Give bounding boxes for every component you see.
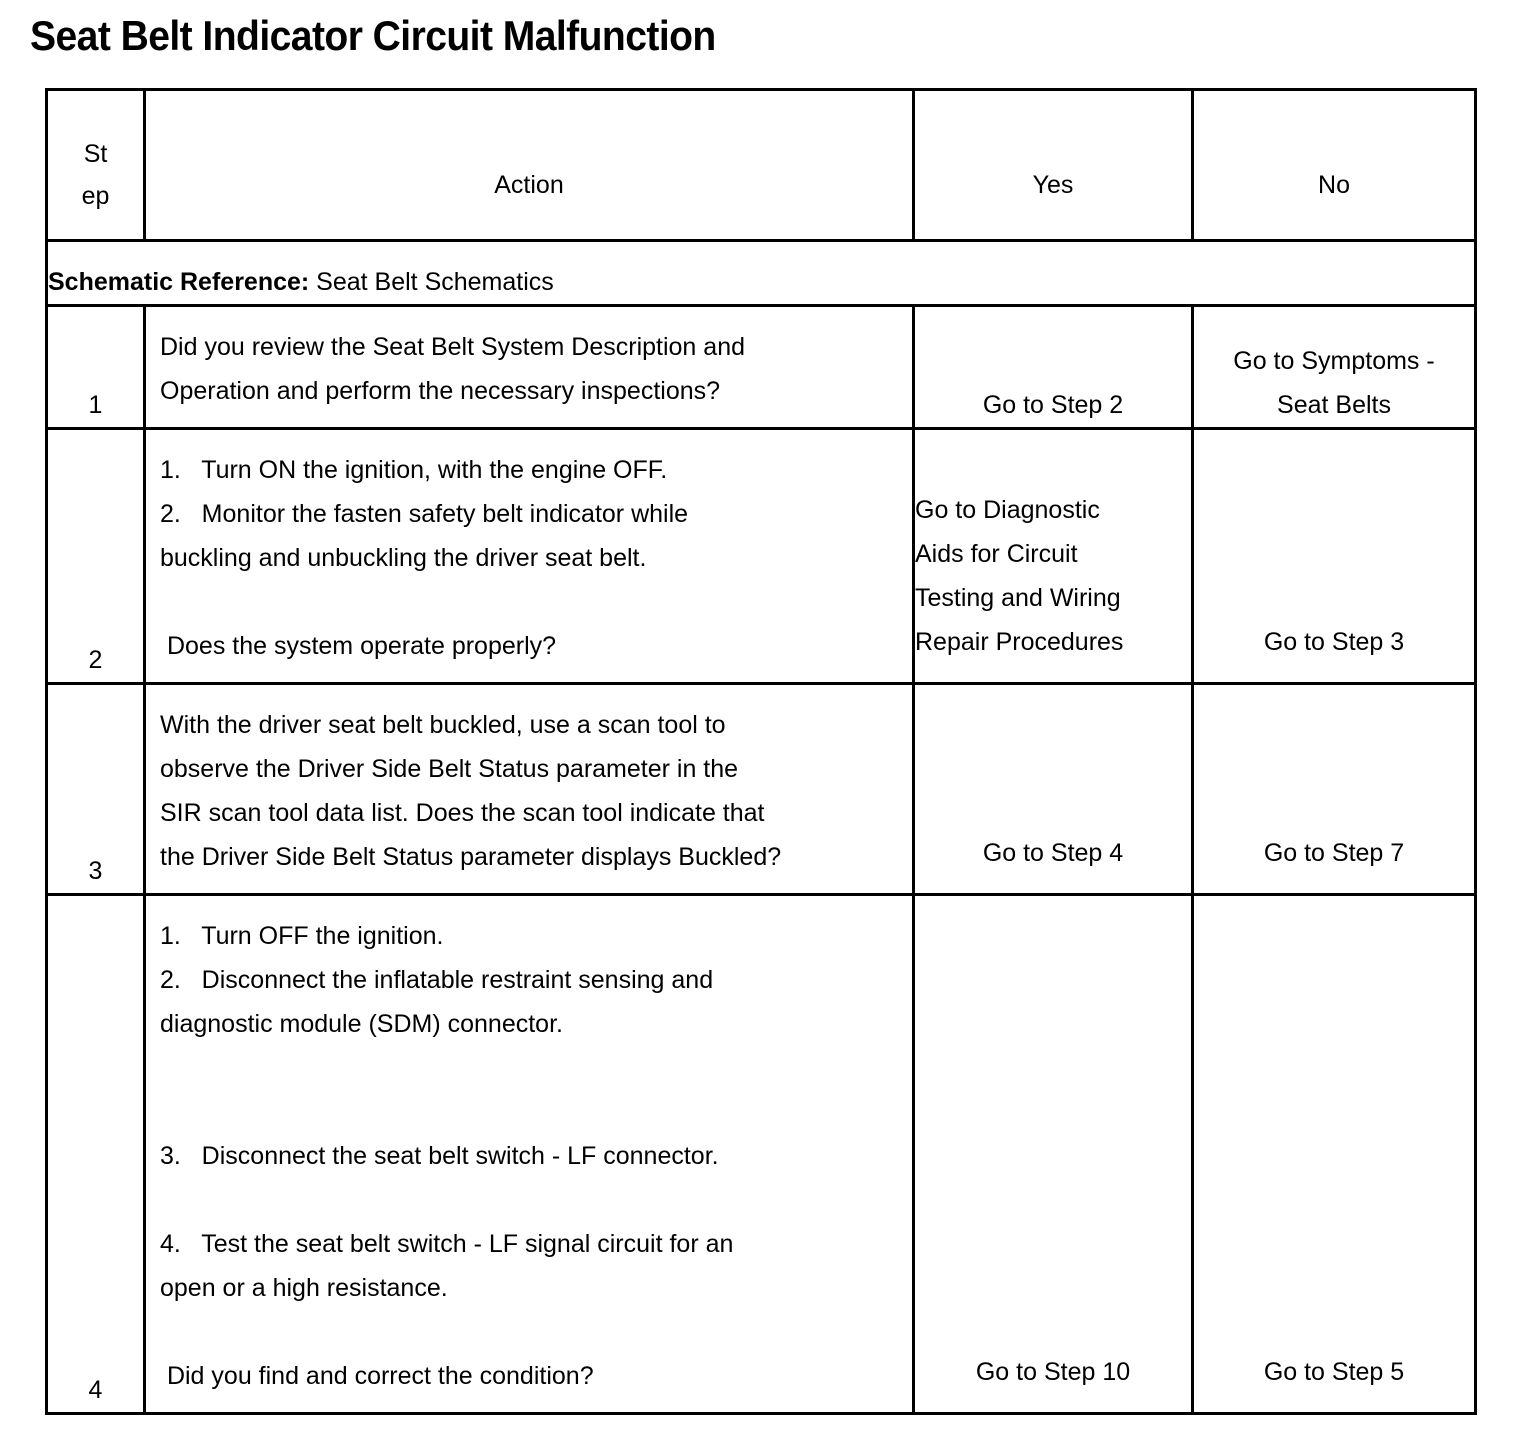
table-row: 1 Did you review the Seat Belt System De… — [45, 304, 1477, 430]
yes-answer-line: Testing and Wiring — [915, 584, 1121, 612]
no-answer-text: Go to Step 3 — [1263, 628, 1405, 656]
step-number: 3 — [45, 682, 146, 896]
action-spacer — [160, 1178, 900, 1222]
no-answer-text: Go to Step 5 — [1263, 1358, 1405, 1386]
schematic-reference-value: Seat Belt Schematics — [309, 268, 554, 296]
no-answer-line: Seat Belts — [1277, 391, 1391, 419]
step-action-cell: With the driver seat belt buckled, use a… — [143, 682, 915, 896]
step-yes-cell: Go to Step 4 — [912, 682, 1194, 896]
action-spacer — [160, 580, 900, 624]
action-line: 3. Disconnect the seat belt switch - LF … — [160, 1142, 719, 1170]
column-header-action: Action — [143, 88, 915, 242]
schematic-reference-label: Schematic Reference: — [48, 268, 310, 296]
step-no-cell: Go to Step 7 — [1191, 682, 1477, 896]
step-action-cell: 1. Turn ON the ignition, with the engine… — [143, 427, 915, 685]
action-line: 1. Turn ON the ignition, with the engine… — [160, 456, 668, 484]
action-line: 4. Test the seat belt switch - LF signal… — [160, 1230, 734, 1258]
yes-answer-text: Go to Diagnostic Aids for Circuit Testin… — [915, 488, 1191, 682]
yes-answer-text: Go to Step 10 — [975, 1358, 1131, 1386]
table-row: 4 1. Turn OFF the ignition. 2. Disconnec… — [45, 893, 1477, 1415]
no-answer-line: Go to Symptoms - — [1233, 347, 1435, 375]
yes-answer-text: Go to Step 4 — [982, 839, 1124, 867]
step-yes-cell: Go to Diagnostic Aids for Circuit Testin… — [912, 427, 1194, 685]
step-action-text: 1. Turn ON the ignition, with the engine… — [146, 430, 912, 682]
yes-answer-line: Repair Procedures — [915, 628, 1124, 656]
action-line: observe the Driver Side Belt Status para… — [160, 755, 739, 783]
step-action-cell: 1. Turn OFF the ignition. 2. Disconnect … — [143, 893, 915, 1415]
column-header-step-line1: St — [83, 140, 108, 168]
column-header-yes-label: Yes — [1032, 171, 1074, 199]
column-header-action-label: Action — [494, 171, 564, 199]
yes-answer-line: Go to Diagnostic — [915, 496, 1100, 524]
diagnostic-table: St ep Action Yes No Schematic Reference:… — [45, 88, 1477, 1415]
yes-answer-line: Aids for Circuit — [915, 540, 1078, 568]
no-answer-text: Go to Step 7 — [1263, 839, 1405, 867]
action-line: the Driver Side Belt Status parameter di… — [160, 843, 782, 871]
schematic-reference-row: Schematic Reference: Seat Belt Schematic… — [45, 239, 1477, 307]
step-no-cell: Go to Step 5 — [1191, 893, 1477, 1415]
action-line: 2. Monitor the fasten safety belt indica… — [160, 500, 689, 528]
action-line: 1. Turn OFF the ignition. — [160, 922, 444, 950]
step-action-text: With the driver seat belt buckled, use a… — [146, 685, 912, 893]
action-line: SIR scan tool data list. Does the scan t… — [160, 799, 765, 827]
column-header-no: No — [1191, 88, 1477, 242]
action-line: diagnostic module (SDM) connector. — [160, 1010, 563, 1038]
action-spacer — [160, 1046, 900, 1090]
column-header-step-line2: ep — [81, 182, 110, 210]
column-header-yes: Yes — [912, 88, 1194, 242]
action-line: Operation and perform the necessary insp… — [160, 377, 721, 405]
action-line: open or a high resistance. — [160, 1274, 448, 1302]
step-no-cell: Go to Step 3 — [1191, 427, 1477, 685]
step-number: 1 — [45, 304, 146, 430]
action-line: With the driver seat belt buckled, use a… — [160, 711, 726, 739]
step-yes-cell: Go to Step 2 — [912, 304, 1194, 430]
action-spacer — [160, 1310, 900, 1354]
action-line: Does the system operate properly? — [160, 632, 557, 660]
action-line: 2. Disconnect the inflatable restraint s… — [160, 966, 714, 994]
no-answer-text: Go to Symptoms - Seat Belts — [1194, 339, 1474, 427]
table-row: 2 1. Turn ON the ignition, with the engi… — [45, 427, 1477, 685]
step-action-cell: Did you review the Seat Belt System Desc… — [143, 304, 915, 430]
table-row: 3 With the driver seat belt buckled, use… — [45, 682, 1477, 896]
step-number: 2 — [45, 427, 146, 685]
step-no-cell: Go to Symptoms - Seat Belts — [1191, 304, 1477, 430]
column-header-no-label: No — [1318, 171, 1350, 199]
page-title: Seat Belt Indicator Circuit Malfunction — [30, 12, 716, 59]
table-header-row: St ep Action Yes No — [45, 88, 1477, 242]
step-number: 4 — [45, 893, 146, 1415]
column-header-step: St ep — [45, 88, 146, 242]
action-line: buckling and unbuckling the driver seat … — [160, 544, 647, 572]
action-line: Did you find and correct the condition? — [160, 1362, 594, 1390]
step-action-text: Did you review the Seat Belt System Desc… — [146, 307, 912, 427]
yes-answer-text: Go to Step 2 — [982, 391, 1124, 419]
schematic-reference-cell: Schematic Reference: Seat Belt Schematic… — [45, 239, 1477, 307]
action-spacer — [160, 1090, 900, 1134]
step-action-text: 1. Turn OFF the ignition. 2. Disconnect … — [146, 896, 912, 1412]
step-yes-cell: Go to Step 10 — [912, 893, 1194, 1415]
action-line: Did you review the Seat Belt System Desc… — [160, 333, 745, 361]
